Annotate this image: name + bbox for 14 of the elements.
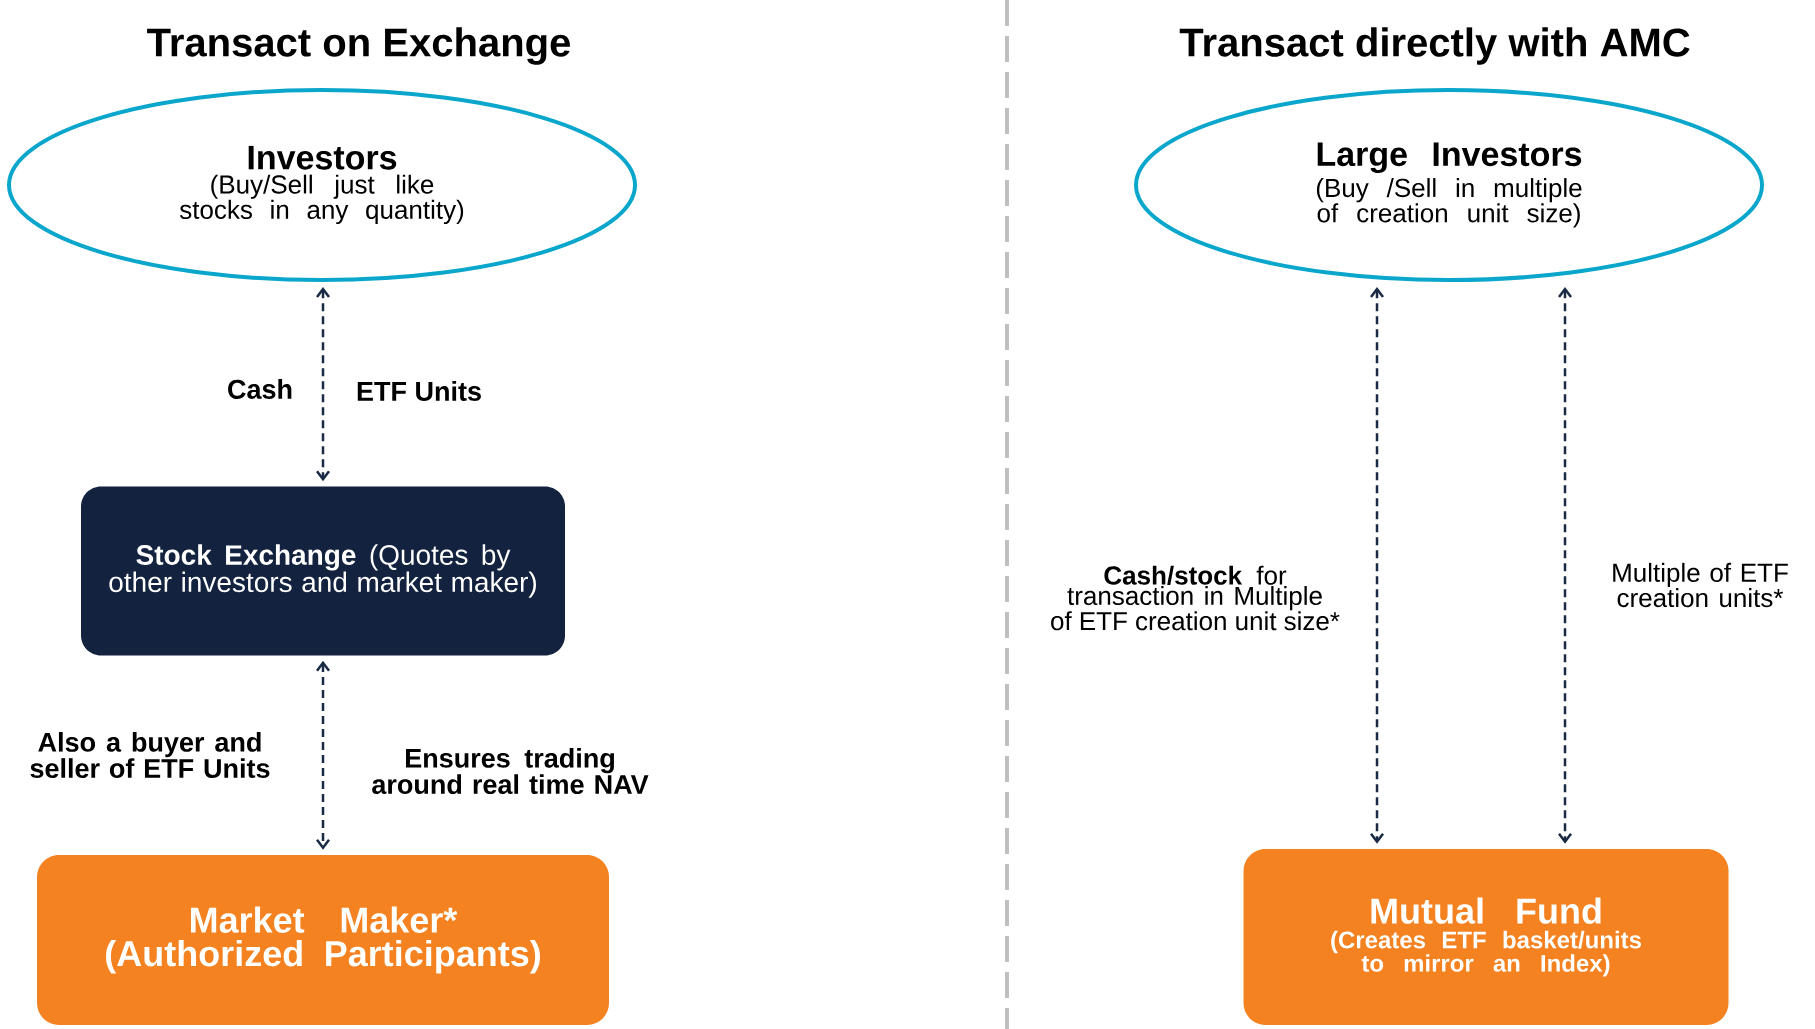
side-label: Also a buyer and seller of ETF Units [30,732,270,778]
participant-box: Market Maker* (Authorized Participants) [37,855,609,1025]
arrow [316,660,330,850]
arrow [1370,287,1384,844]
side-label: Ensures trading around real time NAV [372,747,649,795]
exchange-box: Stock Exchange (Quotes by other investors and market maker) [81,486,565,656]
side-label: Cash [228,379,292,399]
arrow [316,287,330,482]
edge-label: Multiple of ETF creation units* [1598,560,1802,610]
edge-label: Cash/stock for transaction in Multiple of ETF creation unit size* [1048,563,1342,633]
participant-box: Mutual Fund (Creates ETF basket/units to mirror an Index) [1243,849,1729,1025]
arrow [1558,287,1572,844]
title: Transact on Exchange [147,27,570,65]
side-label: ETF Units [357,381,481,401]
